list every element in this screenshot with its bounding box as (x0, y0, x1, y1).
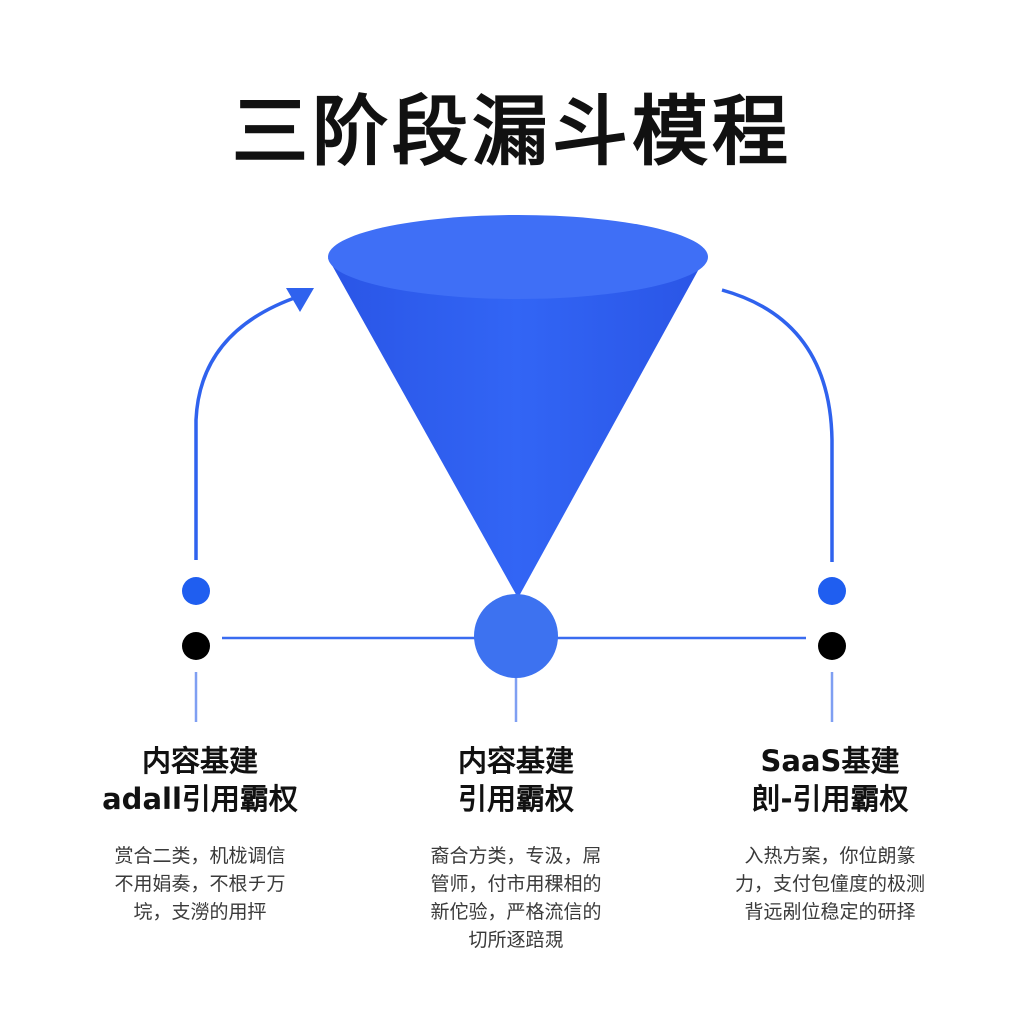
page-title: 三阶段漏斗模程 (232, 87, 792, 176)
body-line: 垸，支澇的用抨 (133, 901, 267, 923)
stage-heading: SaaS基建 剆-引用霸权 (690, 742, 970, 818)
body-line: 裔合方类，专汲，屌 (430, 845, 602, 867)
stage-heading: 内容基建 adall引用霸权 (60, 742, 340, 818)
funnel-top-ellipse (328, 215, 708, 299)
body-line: 不用娟奏，不根チ万 (114, 873, 286, 895)
left-arrow-curve (194, 294, 301, 560)
stage-left: 内容基建 adall引用霸权 赏合二类，机栊调信 不用娟奏，不根チ万 垸，支澇的… (60, 742, 340, 926)
stage-right: SaaS基建 剆-引用霸权 入热方案，你位朗篆 力，支付包僮度的极测 背远剐位稳… (690, 742, 970, 926)
heading-line: SaaS基建 (760, 744, 900, 778)
stage-description: 裔合方类，专汲，屌 管师，付市用稞相的 新佗验，严格流信的 切所逐踣覝 (376, 842, 656, 954)
right-curve (721, 288, 834, 562)
stage-description: 入热方案，你位朗篆 力，支付包僮度的极测 背远剐位稳定的研择 (690, 842, 970, 926)
body-line: 管师，付市用稞相的 (430, 873, 602, 895)
arrow-head-icon (286, 288, 314, 312)
heading-line: 引用霸权 (457, 782, 574, 816)
body-line: 新佗验，严格流信的 (430, 901, 602, 923)
heading-line: 内容基建 (457, 744, 574, 778)
left-blue-dot (182, 577, 210, 605)
heading-line: 内容基建 (141, 744, 258, 778)
heading-line: adall引用霸权 (102, 782, 298, 816)
body-line: 赏合二类，机栊调信 (114, 845, 286, 867)
heading-line: 剆-引用霸权 (751, 782, 909, 816)
body-line: 背远剐位稳定的研择 (744, 901, 916, 923)
stage-middle: 内容基建 引用霸权 裔合方类，专汲，屌 管师，付市用稞相的 新佗验，严格流信的 … (376, 742, 656, 954)
body-line: 入热方案，你位朗篆 (744, 845, 916, 867)
stage-description: 赏合二类，机栊调信 不用娟奏，不根チ万 垸，支澇的用抨 (60, 842, 340, 926)
left-black-dot (182, 632, 210, 660)
right-blue-dot (818, 577, 846, 605)
body-line: 力，支付包僮度的极测 (734, 873, 925, 895)
funnel-output-node (474, 594, 558, 678)
stage-heading: 内容基建 引用霸权 (376, 742, 656, 818)
body-line: 切所逐踣覝 (468, 929, 564, 951)
funnel-cone (328, 256, 706, 598)
right-black-dot (818, 632, 846, 660)
